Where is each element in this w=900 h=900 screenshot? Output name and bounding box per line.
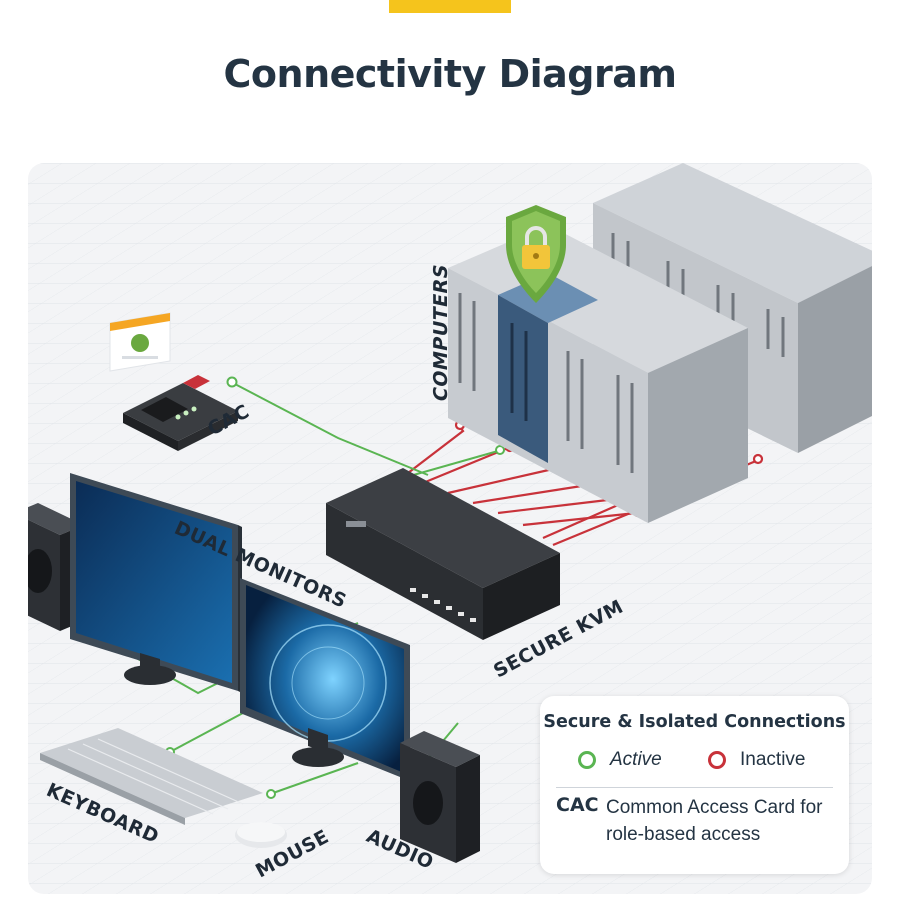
legend-divider bbox=[556, 787, 833, 788]
user-card-icon bbox=[109, 312, 171, 372]
legend-box: Secure & Isolated Connections Active Ina… bbox=[540, 696, 849, 874]
legend-title: Secure & Isolated Connections bbox=[543, 712, 846, 732]
secure-kvm-device bbox=[326, 468, 560, 640]
keyboard-device bbox=[40, 728, 263, 825]
diagram-scene bbox=[28, 163, 872, 894]
legend-inactive-label: Inactive bbox=[740, 749, 806, 770]
shield-lock-icon bbox=[506, 205, 566, 303]
label-computers: COMPUTERS bbox=[430, 261, 452, 404]
accent-bar bbox=[389, 0, 511, 13]
inactive-dot-icon bbox=[708, 751, 726, 769]
dual-monitors bbox=[70, 473, 410, 781]
legend-abbreviation-description: Common Access Card for role-based access bbox=[606, 797, 823, 845]
legend-abbreviation: CAC bbox=[556, 794, 599, 816]
computers-front bbox=[448, 225, 748, 523]
cac-reader bbox=[123, 375, 238, 451]
mouse-device bbox=[235, 822, 287, 848]
legend-inactive: Inactive bbox=[708, 749, 805, 771]
legend-active: Active bbox=[578, 749, 662, 771]
page-title: Connectivity Diagram bbox=[223, 52, 677, 96]
active-dot-icon bbox=[578, 751, 596, 769]
diagram-panel: COMPUTERS CAC DUAL MONITORS SECURE KVM K… bbox=[28, 163, 872, 894]
speaker-right bbox=[400, 731, 480, 863]
legend-active-label: Active bbox=[610, 749, 662, 770]
